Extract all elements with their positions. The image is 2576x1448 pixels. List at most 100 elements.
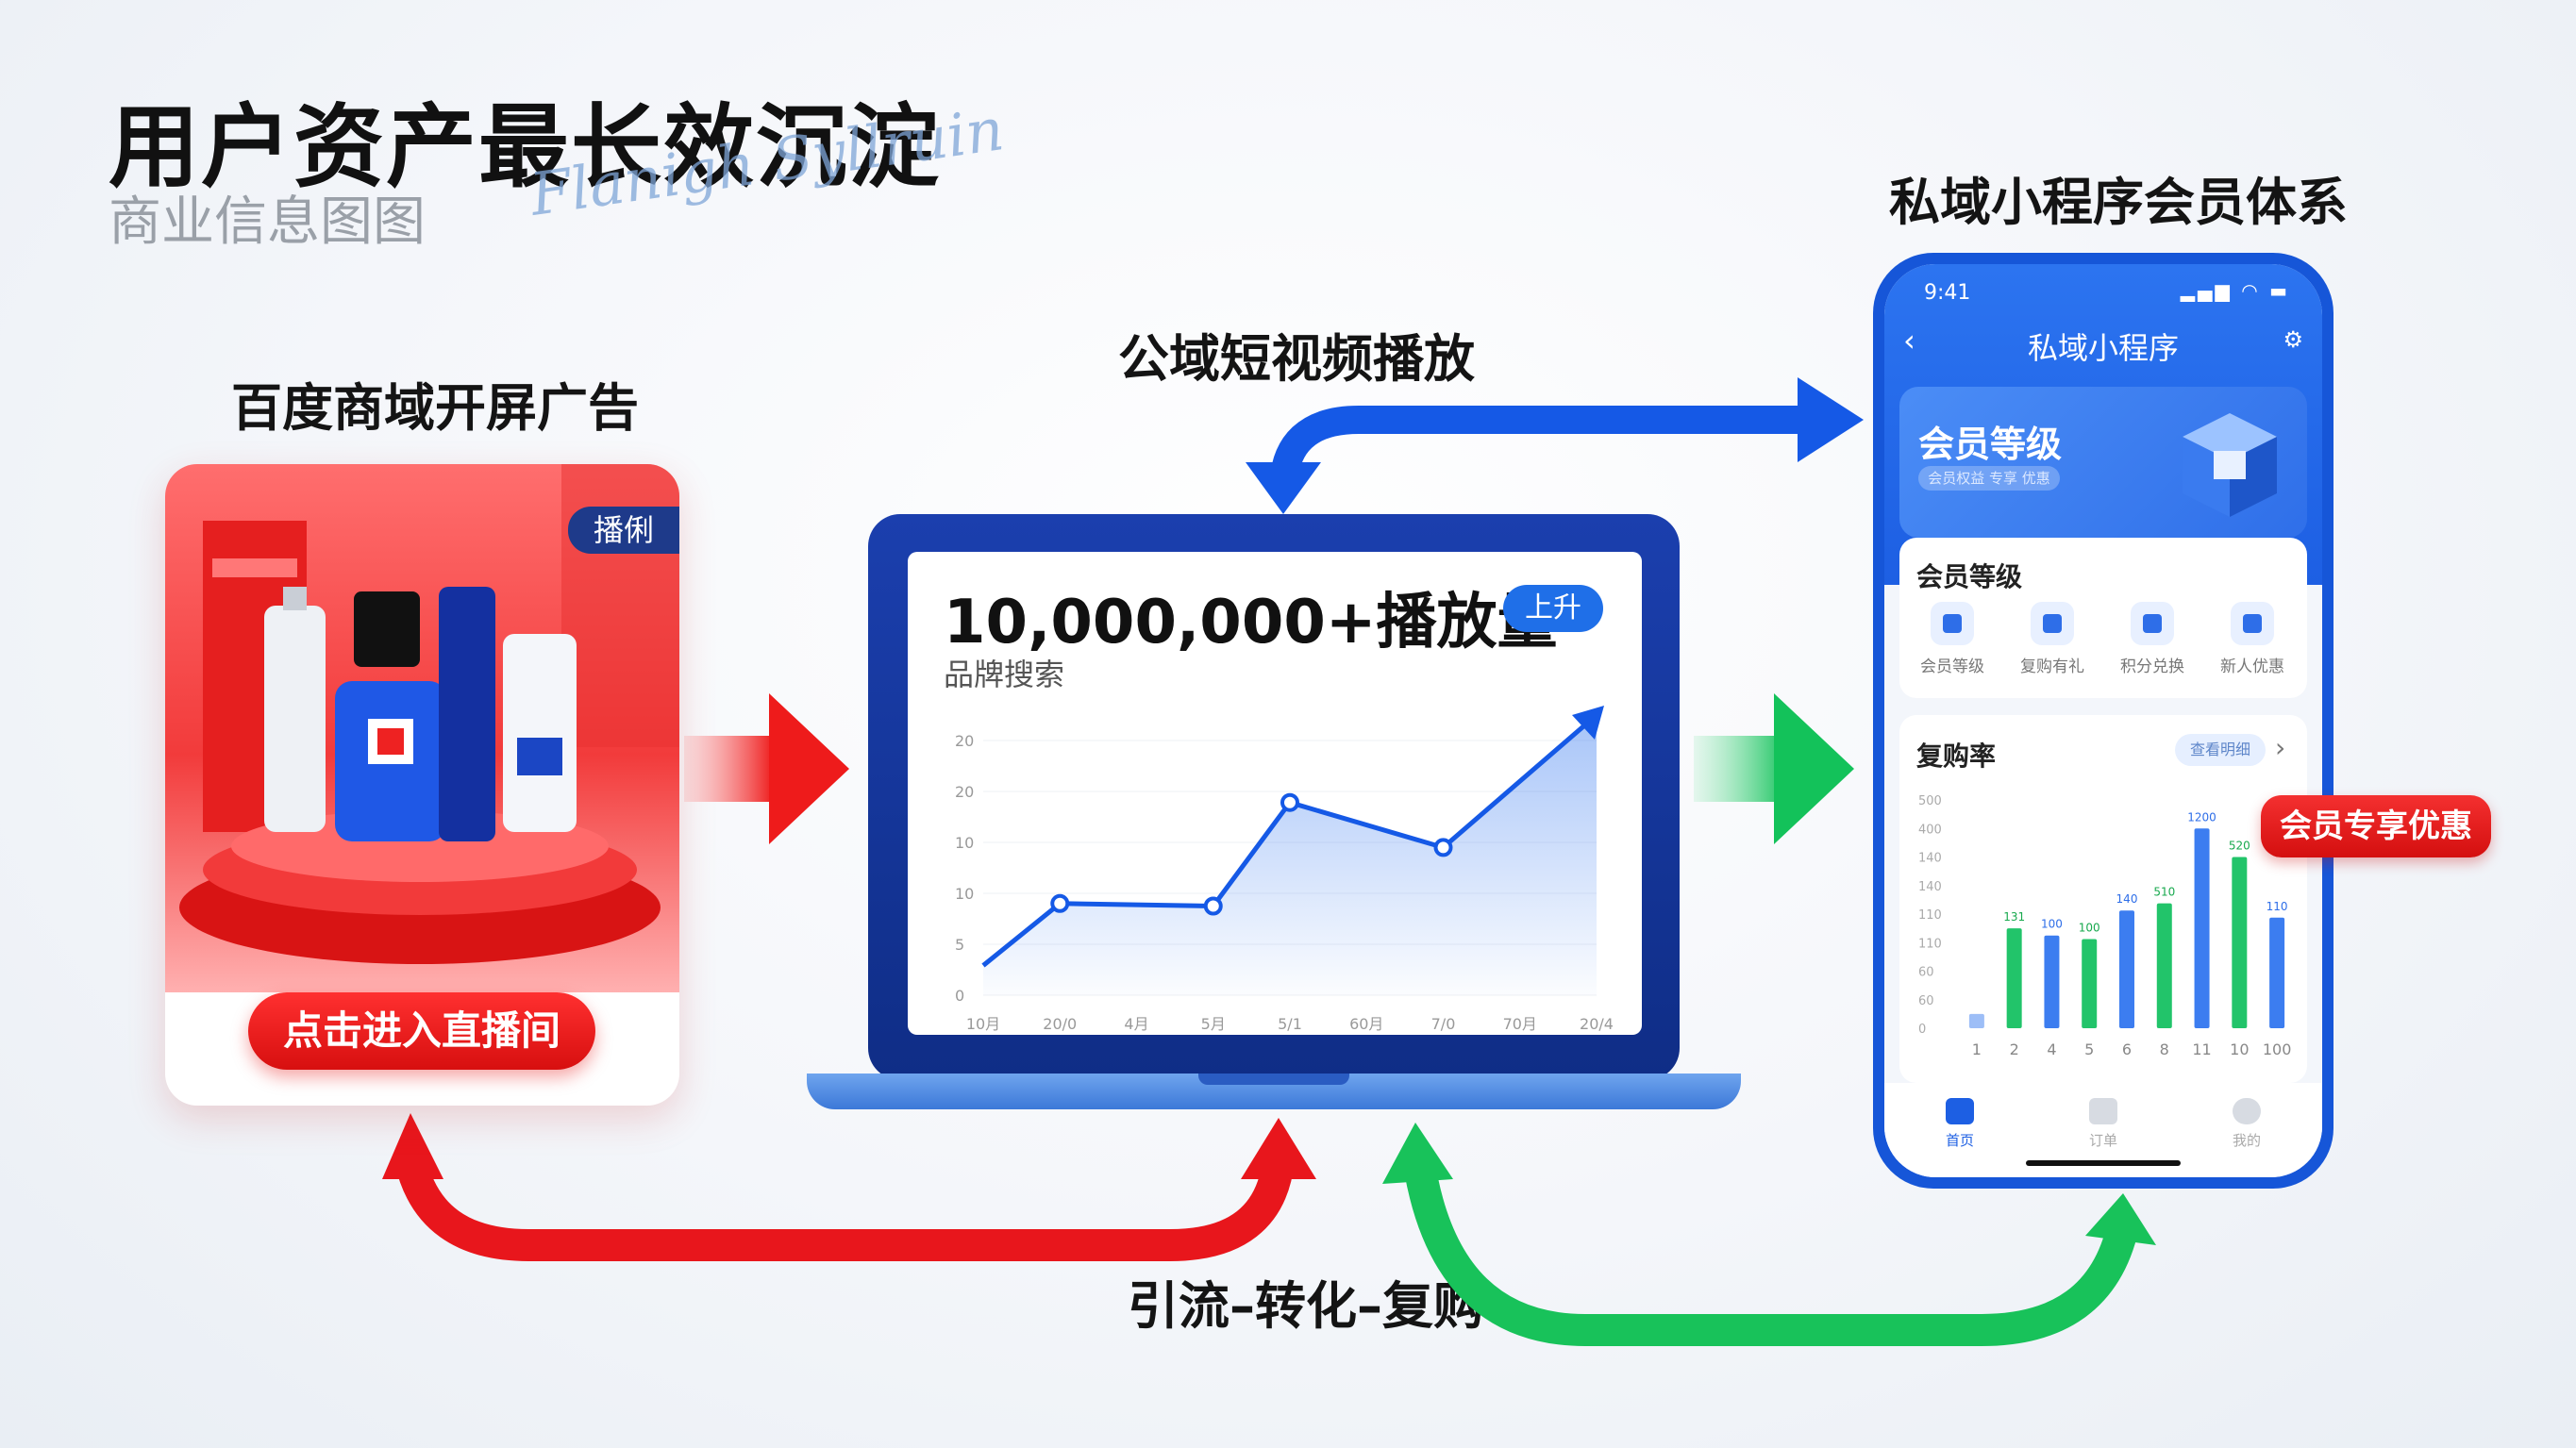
y-tick-label: 10 [955,834,974,852]
settings-icon[interactable]: ⚙ [2283,326,2303,353]
arrow-ad-to-video [684,693,849,844]
y-tick-label: 0 [1918,1023,1926,1037]
level-item[interactable]: 新人优惠 [2205,602,2300,676]
profile-icon [2233,1098,2261,1124]
x-tick-label: 5 [2084,1040,2094,1058]
level-item[interactable]: 复购有礼 [2005,602,2099,676]
y-tick-label: 110 [1918,937,1942,951]
x-tick-label: 5/1 [1278,1015,1302,1033]
repurchase-title: 复购率 [1916,741,1997,772]
bar [2044,935,2060,1028]
bar [2006,928,2022,1028]
bar-value-label: 140 [2116,892,2138,906]
y-tick-label: 20 [955,732,974,750]
level-item-label: 复购有礼 [2020,657,2084,676]
x-tick-label: 10月 [966,1015,1000,1033]
points-icon [2131,602,2174,645]
gift-icon [2031,602,2074,645]
x-tick-label: 20/0 [1043,1015,1077,1033]
laptop-notch [1198,1074,1349,1085]
level-item-label: 新人优惠 [2220,657,2284,676]
bar-value-label: 110 [2267,900,2288,913]
data-point [1203,896,1223,916]
status-icons: ▂▄▆ ◠ ▬ [2180,279,2290,302]
arrow-video-to-mini [1694,693,1854,844]
live-badge: 播俐 [568,507,679,554]
x-tick-label: 8 [2160,1040,2169,1058]
y-tick-label: 140 [1918,880,1942,894]
level-item[interactable]: 会员等级 [1905,602,1999,676]
arrow-loop-green [1382,1123,2156,1346]
ad-card[interactable]: 播俐 点击进入直播间 [165,464,679,1106]
tab-orders[interactable]: 订单 [2066,1098,2141,1150]
home-indicator [2026,1160,2181,1166]
x-tick-label: 7/0 [1431,1015,1456,1033]
status-time: 9:41 [1924,281,1971,305]
data-point [1433,838,1453,857]
x-tick-label: 70月 [1503,1015,1537,1033]
bar [2269,917,2285,1028]
ad-section-label: 百度商域开屏广告 [231,378,639,438]
bar-value-label: 100 [2041,918,2063,931]
tab-label: 订单 [2088,1132,2117,1149]
hero-chip: 会员权益 专享 优惠 [1918,466,2060,491]
y-tick-label: 0 [955,987,964,1005]
bar [2194,828,2210,1028]
product-illustration [179,464,679,964]
bar [2119,910,2134,1028]
y-tick-label: 500 [1918,794,1942,808]
level-item-label: 会员等级 [1920,657,1984,676]
bar-value-label: 131 [2003,910,2025,924]
view-details-pill[interactable]: 查看明细 [2175,734,2266,766]
y-tick-label: 10 [955,885,974,903]
y-tick-label: 5 [955,936,964,954]
trend-badge: 上升 [1503,585,1603,632]
bar [2082,939,2098,1028]
level-title: 会员等级 [1916,561,2023,592]
tab-home[interactable]: 首页 [1922,1098,1998,1150]
y-tick-label: 400 [1918,823,1942,837]
bar-value-label: 510 [2153,886,2175,899]
x-tick-label: 10 [2230,1040,2249,1058]
membership-hero-card[interactable]: 会员等级 会员权益 专享 优惠 [1899,387,2307,538]
bar [1968,1013,1984,1028]
play-count-headline: 10,000,000+播放量 [944,588,1558,657]
x-tick-label: 4 [2047,1040,2056,1058]
coupon-icon [2231,602,2274,645]
x-tick-label: 20/4 [1580,1015,1614,1033]
level-item[interactable]: 积分兑换 [2105,602,2200,676]
vip-offer-badge: 会员专享优惠 [2261,795,2491,857]
bar-chart: 5004001401401101106060011312100410051406… [1918,794,2292,1058]
y-tick-label: 20 [955,783,974,801]
hero-title: 会员等级 [1918,424,2063,465]
x-tick-label: 2 [2010,1040,2019,1058]
trend-arrowhead [1572,706,1604,740]
data-point [1280,792,1299,812]
chevron-right-icon[interactable]: › [2275,732,2286,763]
x-tick-label: 11 [2192,1040,2211,1058]
back-icon[interactable]: ‹ [1903,323,1915,358]
member-level-icon [1931,602,1974,645]
line-area [983,715,1597,995]
arrow-loop-red [382,1113,1316,1261]
y-tick-label: 140 [1918,852,1942,866]
x-tick-label: 100 [2263,1040,2292,1058]
x-tick-label: 4月 [1124,1015,1148,1033]
tab-label: 首页 [1945,1132,1974,1149]
x-tick-label: 1 [1972,1040,1982,1058]
data-point [1050,893,1070,913]
home-icon [1946,1098,1974,1124]
y-tick-label: 110 [1918,908,1942,923]
bar-value-label: 1200 [2187,810,2216,824]
tab-bar: 首页 订单 我的 [1884,1083,2322,1177]
enter-live-room-button[interactable]: 点击进入直播间 [248,992,595,1070]
mini-program-title: 私域小程序 [2027,330,2179,366]
tab-profile[interactable]: 我的 [2209,1098,2284,1150]
level-item-label: 积分兑换 [2120,657,2184,676]
loop-label: 引流–转化–复购 [1128,1276,1484,1336]
main-title: 用户资产最长效沉淀 [109,94,941,200]
arrow-video-to-mini-top [1246,377,1864,514]
